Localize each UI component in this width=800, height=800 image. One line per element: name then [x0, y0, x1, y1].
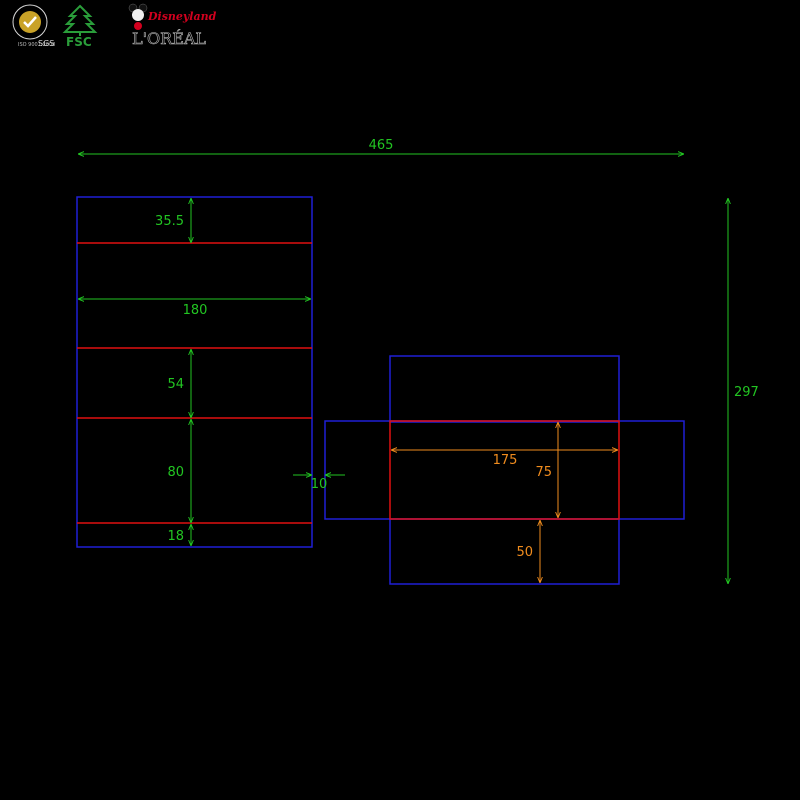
label-tray-depth: 75 — [535, 465, 552, 480]
label-panel-b: 80 — [167, 465, 184, 480]
label-top-flap: 35.5 — [155, 214, 184, 229]
sgs-logo: ISO 9001:2008 SGS — [12, 4, 55, 48]
dimension-lines — [78, 154, 728, 584]
disneyland-text: Disneyland — [147, 10, 217, 23]
label-tray-wall: 50 — [516, 545, 533, 560]
fsc-text: FSC — [66, 35, 92, 49]
fsc-logo: FSC — [62, 4, 98, 49]
tray-top-wall — [389, 355, 620, 423]
label-sleeve-width: 180 — [183, 303, 208, 318]
disneyland-logo: Disneyland — [128, 3, 217, 30]
loreal-text: L'ORÉAL — [132, 28, 206, 48]
tray-dimension-lines — [391, 422, 618, 583]
tray-dieline — [324, 355, 685, 585]
sgs-text: SGS — [38, 39, 54, 48]
sgs-ring-text: ISO 9001:2008 — [18, 42, 55, 48]
logo-bar: ISO 9001:2008 SGS FSC Disneyland L'ORÉAL — [0, 0, 230, 52]
loreal-logo: L'ORÉAL — [132, 28, 207, 49]
sleeve-dieline — [76, 196, 313, 548]
label-panel-a: 54 — [167, 377, 184, 392]
tray-bottom-wall — [389, 518, 620, 585]
dimension-labels: 465 297 35.5 180 54 80 18 10 175 75 50 — [155, 138, 759, 560]
tray-side-walls — [324, 420, 685, 520]
sleeve-outline — [76, 196, 313, 548]
label-overall-width: 465 — [369, 138, 394, 153]
tray-base — [389, 420, 620, 520]
label-tray-length: 175 — [493, 453, 518, 468]
label-gap: 10 — [311, 477, 328, 492]
label-bottom-flap: 18 — [167, 529, 184, 544]
label-overall-height: 297 — [734, 385, 759, 400]
